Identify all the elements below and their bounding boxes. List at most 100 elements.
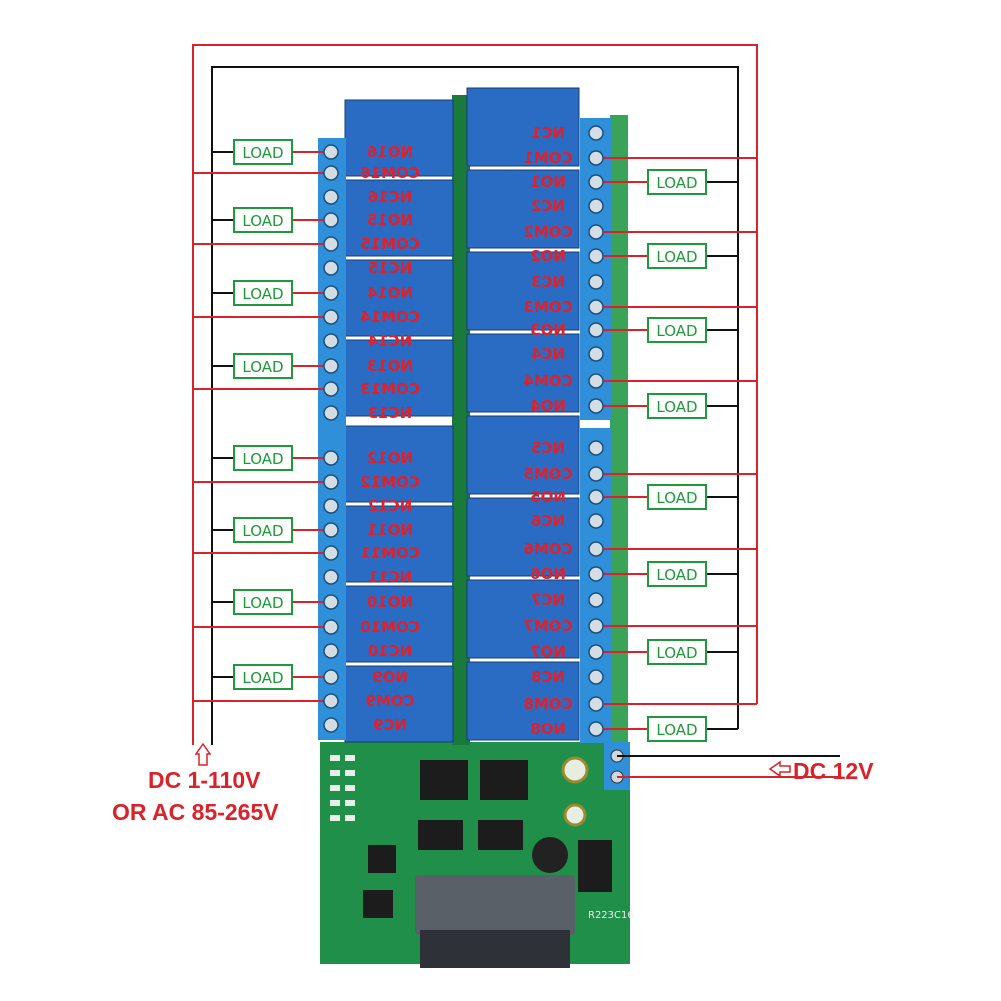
terminal-screw [323, 643, 339, 659]
relay [344, 505, 454, 583]
relay [466, 661, 580, 741]
terminal-screw [588, 248, 604, 264]
terminal-label-com10: COM10 [360, 618, 420, 636]
terminal-label-com7: COM7 [523, 617, 572, 635]
terminal-label-com11: COM11 [360, 544, 420, 562]
load-box [647, 317, 707, 343]
load-label: LOAD [656, 248, 697, 266]
terminal-screw [323, 358, 339, 374]
terminal-screw [323, 619, 339, 635]
terminal-screw [323, 474, 339, 490]
terminal-screw [323, 450, 339, 466]
terminal-screw [323, 165, 339, 181]
supply-voltage-label: DC 1-110V [148, 767, 261, 793]
ic-chip [478, 820, 523, 850]
load-box [233, 207, 293, 233]
terminal-block-left-top [318, 138, 346, 428]
pcb-center-strip [452, 95, 470, 745]
terminal-label-nc15: NC15 [368, 259, 412, 277]
ic-chip [418, 820, 463, 850]
terminal-screw [588, 489, 604, 505]
terminal-screw [588, 696, 604, 712]
terminal-label-com4: COM4 [523, 372, 572, 390]
relay [344, 259, 454, 337]
terminal-screw [588, 174, 604, 190]
load-label: LOAD [242, 285, 283, 303]
load-box [233, 280, 293, 306]
terminal-screw [323, 285, 339, 301]
terminal-label-com3: COM3 [523, 298, 572, 316]
terminal-label-no13: NO13 [367, 357, 413, 375]
load-label: LOAD [656, 174, 697, 192]
terminal-label-com8: COM8 [523, 695, 572, 713]
terminal-label-no6: NO6 [530, 565, 566, 583]
terminal-screw [588, 513, 604, 529]
terminal-label-nc9: NC9 [373, 716, 407, 734]
load-label: LOAD [242, 212, 283, 230]
terminal-screw [323, 522, 339, 538]
terminal-screw [588, 322, 604, 338]
ic-chip [368, 845, 396, 873]
terminal-screw [588, 592, 604, 608]
inductor [532, 837, 568, 873]
terminal-label-nc10: NC10 [368, 642, 412, 660]
load-box [647, 484, 707, 510]
db9-connector [415, 875, 575, 935]
terminal-screw [588, 618, 604, 634]
terminal-label-com5: COM5 [523, 465, 572, 483]
terminal-label-nc12: NC12 [368, 497, 412, 515]
terminal-screw [588, 150, 604, 166]
relay [466, 415, 580, 495]
terminal-screw [323, 236, 339, 252]
load-box [233, 664, 293, 690]
terminal-label-com14: COM14 [360, 308, 420, 326]
load-box [647, 716, 707, 742]
terminal-label-nc3: NC3 [531, 273, 565, 291]
terminal-screw [588, 440, 604, 456]
capacitor [561, 756, 589, 784]
capacitor [563, 803, 587, 827]
terminal-screw [588, 373, 604, 389]
load-label: LOAD [242, 669, 283, 687]
board-marking: R223C16 [588, 910, 634, 921]
load-label: LOAD [242, 594, 283, 612]
relay [466, 251, 580, 331]
terminal-label-nc8: NC8 [531, 668, 565, 686]
load-box [647, 639, 707, 665]
load-box [233, 589, 293, 615]
terminal-label-nc13: NC13 [368, 404, 412, 422]
regulator-chip [578, 840, 612, 892]
relay [344, 339, 454, 417]
terminal-label-no8: NO8 [530, 720, 566, 738]
terminal-screw [323, 212, 339, 228]
terminal-screw [588, 644, 604, 660]
terminal-screw [588, 398, 604, 414]
load-box [233, 445, 293, 471]
terminal-screw [323, 545, 339, 561]
terminal-screw [323, 333, 339, 349]
load-box [233, 139, 293, 165]
terminal-label-no16: NO16 [367, 143, 413, 161]
relay [344, 99, 454, 177]
terminal-screw [588, 274, 604, 290]
load-label: LOAD [242, 450, 283, 468]
terminal-screw [588, 466, 604, 482]
terminal-screw [323, 309, 339, 325]
terminal-label-no7: NO7 [530, 643, 566, 661]
wiring [192, 44, 840, 778]
relay [466, 333, 580, 413]
load-label: LOAD [656, 489, 697, 507]
terminal-screw [323, 569, 339, 585]
terminal-screw [588, 125, 604, 141]
relay [466, 169, 580, 249]
relay [466, 497, 580, 577]
terminal-label-no5: NO5 [530, 488, 566, 506]
terminal-label-no11: NO11 [367, 521, 413, 539]
load-label: LOAD [656, 644, 697, 662]
relay [466, 87, 580, 167]
terminal-screw [588, 346, 604, 362]
terminal-screw [588, 198, 604, 214]
terminal-screw [323, 717, 339, 733]
terminal-label-nc11: NC11 [368, 568, 412, 586]
